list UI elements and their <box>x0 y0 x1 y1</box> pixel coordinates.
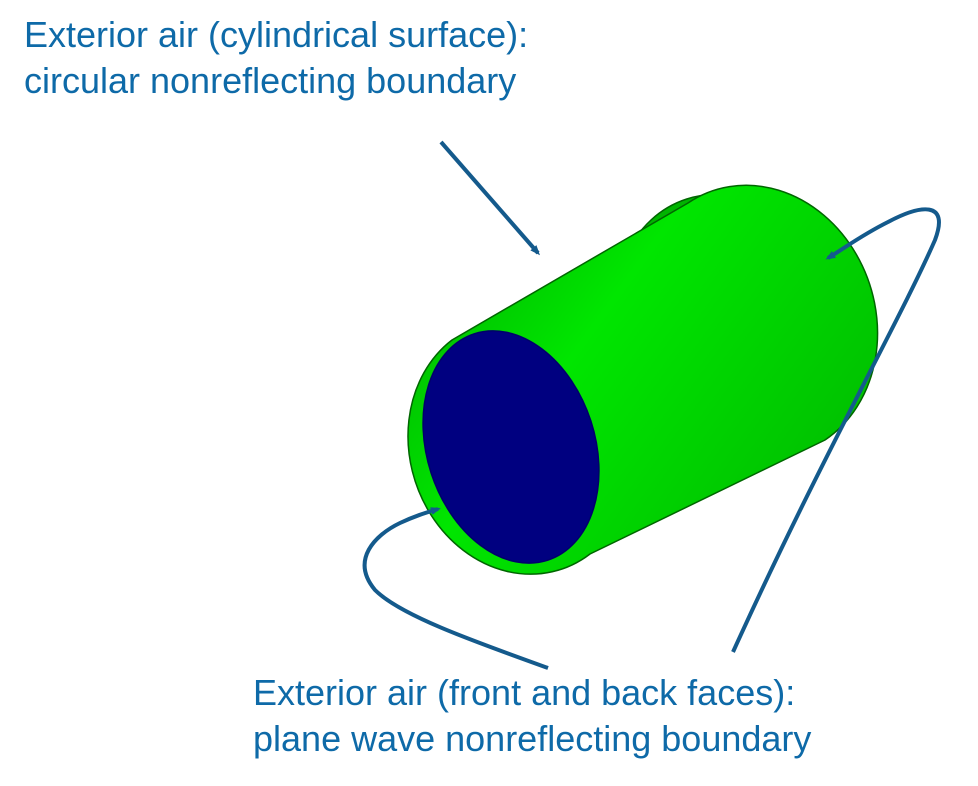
cylindrical-surface-label: Exterior air (cylindrical surface): circ… <box>24 12 528 104</box>
faces-label-line1: Exterior air (front and back faces): <box>253 672 796 713</box>
arrow-to-back-face <box>731 207 941 653</box>
cylindrical-surface-label-line2: circular nonreflecting boundary <box>24 60 517 101</box>
faces-label: Exterior air (front and back faces): pla… <box>253 670 811 762</box>
faces-label-line2: plane wave nonreflecting boundary <box>253 718 812 759</box>
cylinder-front-face <box>422 330 600 564</box>
arrow-to-front-face <box>362 507 549 670</box>
cylindrical-surface-label-line1: Exterior air (cylindrical surface): <box>24 14 529 55</box>
arrow-to-cylindrical-surface <box>439 140 540 256</box>
